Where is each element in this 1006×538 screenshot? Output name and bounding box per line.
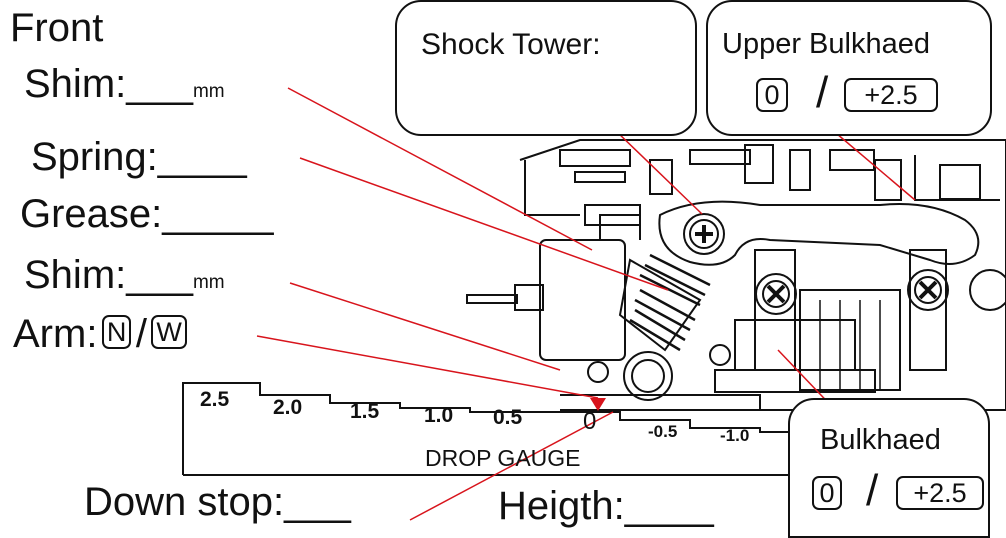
gauge-tick-2-0: 2.0: [273, 396, 303, 419]
gauge-tick-minus-0-5: -0.5: [648, 422, 678, 441]
arm-option-w: W: [151, 315, 187, 349]
upper-bulkhead-title: Upper Bulkhaed: [722, 28, 930, 60]
upper-bulkhead-callout: Upper Bulkhaed 0 / +2.5: [706, 0, 992, 136]
arm-separator: /: [135, 312, 147, 356]
bulkhead-title: Bulkhaed: [820, 424, 941, 456]
spring-label: Spring:____: [31, 135, 247, 179]
drop-marker-icon: [590, 398, 606, 411]
bulkhead-option-0: 0: [812, 476, 842, 510]
arm-label-row: Arm: N / W: [13, 312, 187, 357]
shock-tower-callout: Shock Tower:: [395, 0, 697, 136]
drop-gauge-title: DROP GAUGE: [425, 445, 581, 471]
shim-top-label: Shim:___mm: [24, 62, 225, 106]
grease-label: Grease:_____: [20, 192, 274, 236]
gauge-tick-0-5: 0.5: [493, 406, 523, 429]
leader-lines: [256, 87, 916, 521]
arm-label: Arm:: [13, 312, 98, 356]
shim-bottom-label: Shim:___mm: [24, 253, 225, 297]
shock-tower-title: Shock Tower:: [421, 28, 601, 61]
gauge-tick-1-0: 1.0: [424, 404, 454, 427]
gauge-tick-minus-1-0: -1.0: [720, 426, 750, 445]
gauge-tick-0: 0: [583, 408, 597, 435]
down-stop-label: Down stop:___: [84, 480, 351, 524]
gauge-tick-1-5: 1.5: [350, 400, 380, 423]
upper-bulkhead-option-0: 0: [756, 78, 788, 112]
page-title: Front: [10, 6, 104, 50]
height-label: Heigth:____: [498, 484, 714, 528]
bulkhead-option-2-5: +2.5: [896, 476, 984, 510]
bulkhead-separator: /: [866, 466, 879, 515]
arm-option-n: N: [101, 315, 132, 349]
upper-bulkhead-option-2-5: +2.5: [844, 78, 938, 112]
upper-bulkhead-separator: /: [816, 68, 829, 117]
gauge-tick-2-5: 2.5: [200, 388, 230, 411]
bulkhead-callout: Bulkhaed 0 / +2.5: [788, 398, 990, 538]
